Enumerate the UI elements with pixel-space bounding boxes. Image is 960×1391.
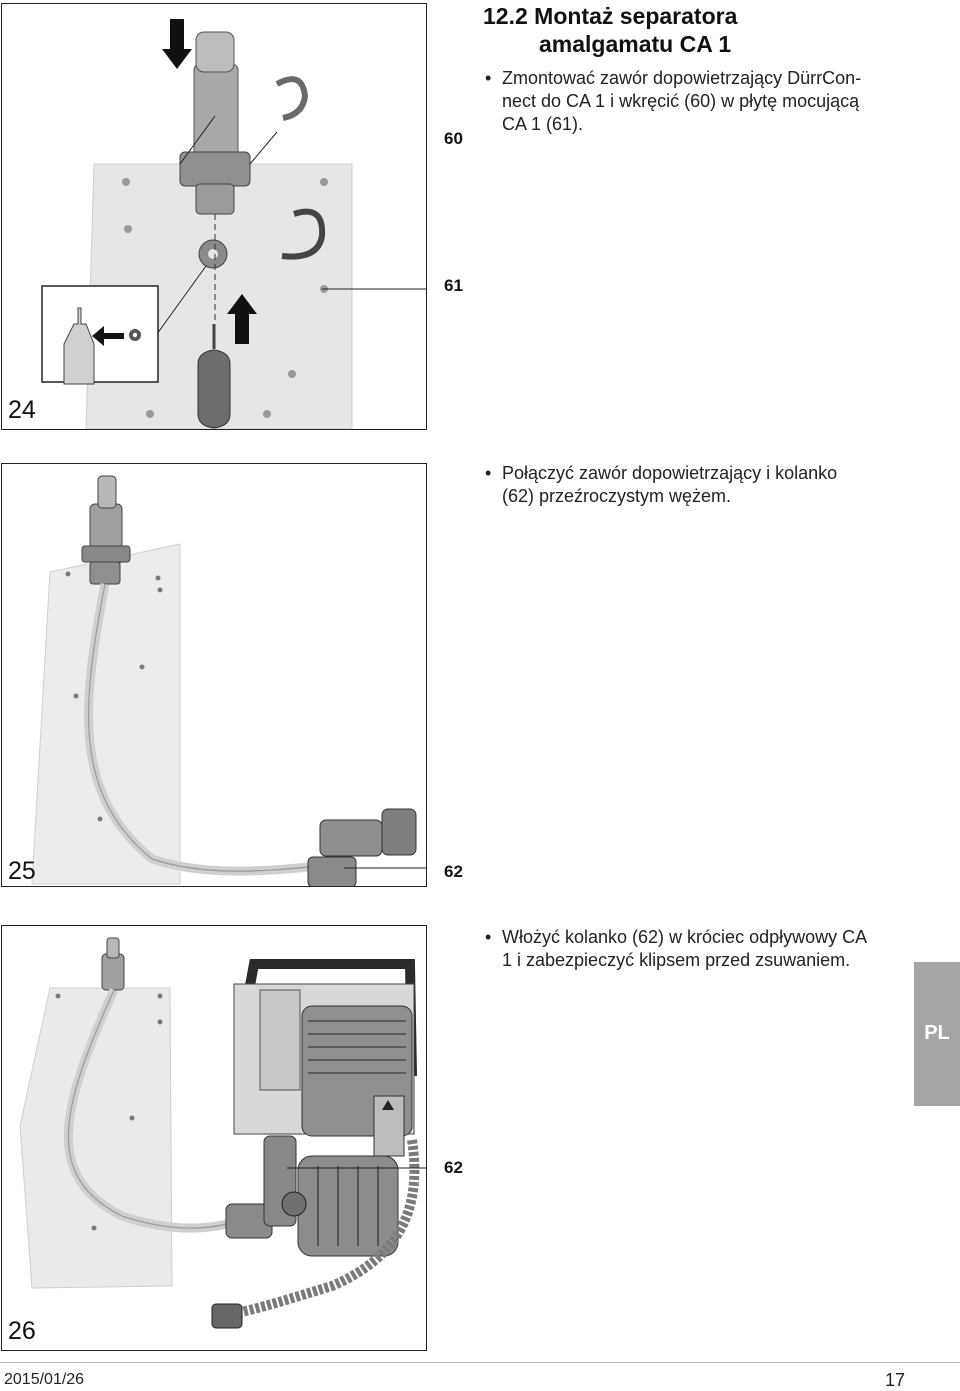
step-3-line-1: Włożyć kolanko (62) w króciec odpływowy … xyxy=(502,927,868,947)
step-3-text: • Włożyć kolanko (62) w króciec odpływow… xyxy=(485,926,925,976)
figure-24-illustration xyxy=(41,19,426,429)
callout-62: 62 xyxy=(444,862,463,881)
footer-date: 2015/01/26 xyxy=(4,1371,85,1388)
screw-hole xyxy=(155,575,161,581)
screw-hole xyxy=(122,178,130,186)
screw-hole xyxy=(124,225,132,233)
valve-thread xyxy=(89,561,121,585)
step-1-text: • Zmontować zawór dopowietrzający DürrCo… xyxy=(485,67,905,137)
level-sensor xyxy=(197,349,231,429)
screw-hole xyxy=(91,1225,97,1231)
valve-cap xyxy=(106,937,120,959)
arrow-up-icon xyxy=(227,294,257,344)
valve-thread xyxy=(195,183,235,215)
arrow-left-icon xyxy=(92,326,124,346)
language-tab: PL xyxy=(914,962,960,1106)
screw-hole xyxy=(263,410,271,418)
mounting-plate xyxy=(31,543,181,885)
callout-61: 61 xyxy=(444,276,463,295)
valve-body xyxy=(101,953,125,991)
clip xyxy=(275,76,309,121)
bullet: • xyxy=(485,463,492,483)
screw-hole xyxy=(157,993,163,999)
figure-number: 24 xyxy=(8,396,36,424)
screw-hole xyxy=(73,693,79,699)
corrugated-hose xyxy=(231,1139,420,1319)
heading-line-2: amalgamatu CA 1 xyxy=(539,31,732,57)
callout-62: 62 xyxy=(444,1158,463,1177)
callout-60: 60 xyxy=(444,129,463,148)
valve-nut xyxy=(81,545,131,563)
footer-divider xyxy=(0,1362,960,1363)
language-label: PL xyxy=(924,1022,950,1044)
page-number: 17 xyxy=(885,1370,906,1390)
screw-hole xyxy=(139,664,145,670)
section-heading: 12.2 Montaż separatora amalgamatu CA 1 xyxy=(483,2,737,58)
figure-number: 25 xyxy=(8,857,36,885)
transparent-cover xyxy=(259,989,301,1091)
tube-icon xyxy=(63,307,95,385)
bullet: • xyxy=(485,68,492,88)
screw-hole xyxy=(157,1019,163,1025)
screw-hole xyxy=(320,178,328,186)
valve-cap xyxy=(195,31,235,73)
step-1-line-1: Zmontować zawór dopowietrzający DürrCon- xyxy=(502,68,862,88)
valve-nut xyxy=(179,151,251,187)
figure-26: 26 xyxy=(1,925,427,1351)
hose-fitting xyxy=(211,1303,243,1329)
mounting-plate xyxy=(19,987,173,1289)
bullet: • xyxy=(485,927,492,947)
screw-hole xyxy=(288,370,296,378)
figure-number: 26 xyxy=(8,1317,36,1345)
screw-hole xyxy=(129,1115,135,1121)
step-1-line-2: nect do CA 1 i wkręcić (60) w płytę mocu… xyxy=(502,91,860,111)
screw-hole xyxy=(157,587,163,593)
heading-line-1: 12.2 Montaż separatora xyxy=(483,3,738,29)
valve-body xyxy=(193,63,239,165)
valve-cap xyxy=(97,475,117,509)
drain-outlet xyxy=(281,1191,307,1217)
clip xyxy=(281,208,326,260)
figure-25: 25 xyxy=(1,463,427,887)
elbow-connector xyxy=(319,819,383,857)
screw-hole xyxy=(146,410,154,418)
arrow-down-icon xyxy=(162,19,192,69)
step-3-line-2: 1 i zabezpieczyć klipsem przed zsuwaniem… xyxy=(502,950,851,970)
screw-hole xyxy=(55,993,61,999)
step-2-text: • Połączyć zawór dopowietrzający i kolan… xyxy=(485,462,905,512)
figure-24: 24 xyxy=(1,3,427,430)
screw-hole xyxy=(65,571,71,577)
elbow-connector xyxy=(307,856,357,886)
step-2-line-1: Połączyć zawór dopowietrzający i kolanko xyxy=(502,463,838,483)
step-1-line-3: CA 1 (61). xyxy=(502,114,584,134)
screw-hole xyxy=(97,816,103,822)
figure-26-illustration xyxy=(19,937,426,1329)
collecting-container xyxy=(297,1155,399,1257)
figure-25-illustration xyxy=(31,475,426,886)
step-2-line-2: (62) przeźroczystym wężem. xyxy=(502,486,732,506)
